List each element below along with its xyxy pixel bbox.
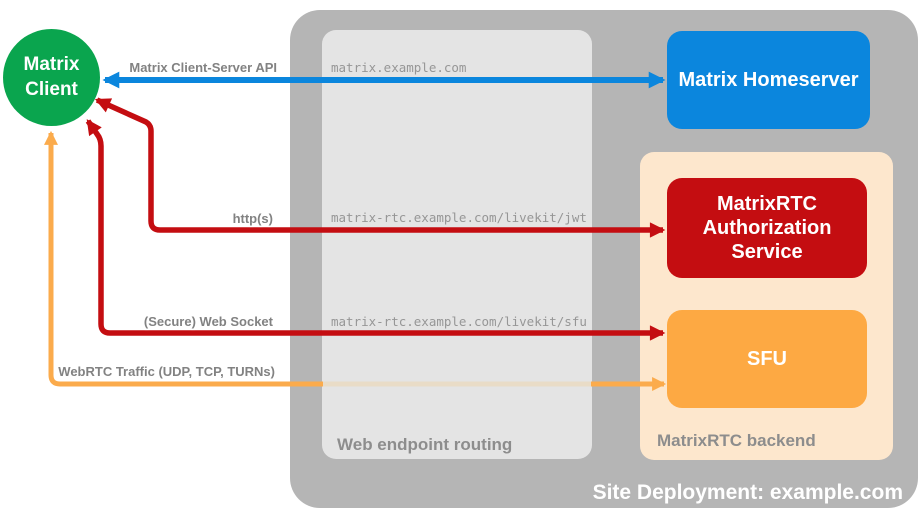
- node-matrix-client: Matrix Client: [3, 29, 100, 126]
- webrtc-traffic-label: WebRTC Traffic (UDP, TCP, TURNs): [58, 364, 275, 379]
- web-endpoint-routing-label: Web endpoint routing: [337, 435, 513, 454]
- client-server-api-label: Matrix Client-Server API: [129, 60, 277, 75]
- endpoint-livekit-jwt: matrix-rtc.example.com/livekit/jwt: [331, 210, 587, 225]
- endpoint-livekit-sfu: matrix-rtc.example.com/livekit/sfu: [331, 314, 587, 329]
- endpoint-matrix: matrix.example.com: [331, 60, 467, 75]
- web-endpoint-routing-container: [322, 30, 592, 459]
- matrix-homeserver-label: Matrix Homeserver: [678, 69, 859, 91]
- https-label: http(s): [232, 211, 273, 226]
- node-sfu: SFU: [667, 310, 867, 408]
- sfu-label: SFU: [747, 348, 787, 370]
- node-matrix-homeserver: Matrix Homeserver: [667, 31, 870, 129]
- websocket-label: (Secure) Web Socket: [143, 314, 273, 329]
- matrixrtc-backend-label: MatrixRTC backend: [657, 431, 816, 450]
- node-matrixrtc-authorization-service: MatrixRTC Authorization Service: [667, 178, 867, 278]
- auth-service-label: MatrixRTC Authorization Service: [702, 193, 832, 263]
- site-deployment-title: Site Deployment: example.com: [592, 481, 903, 504]
